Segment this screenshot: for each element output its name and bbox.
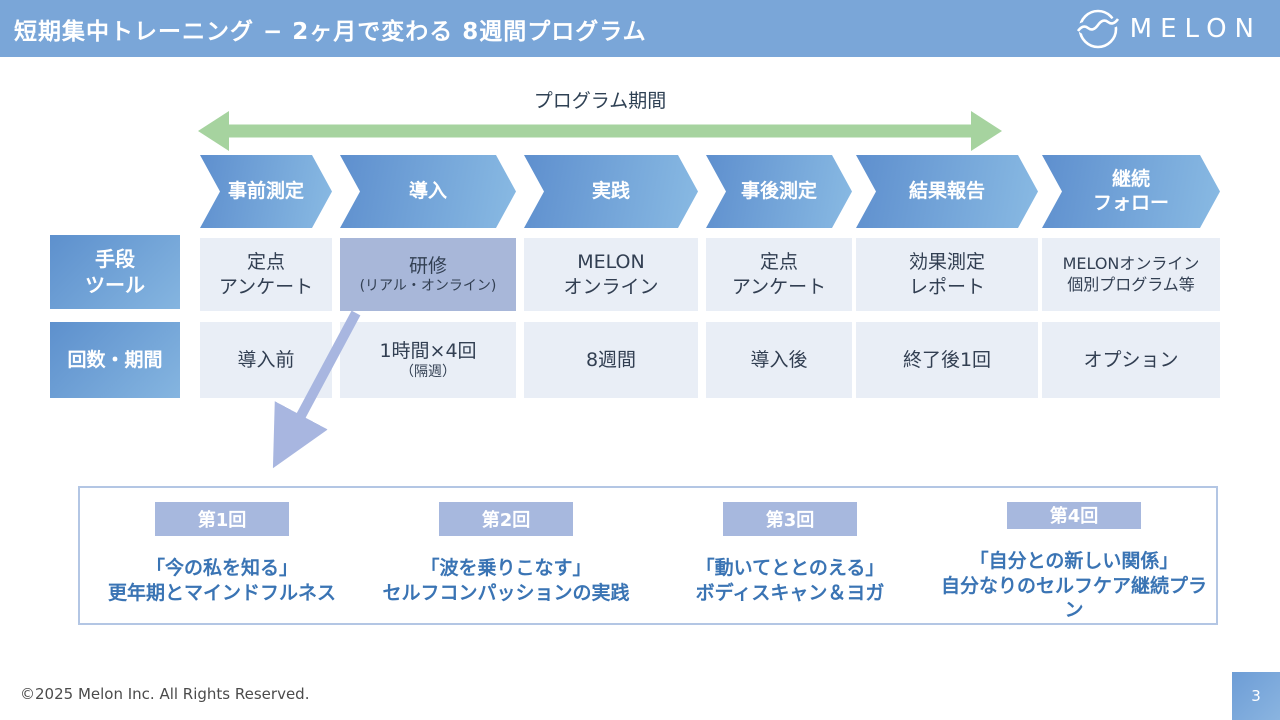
tools-cell-4: 定点 アンケート bbox=[706, 238, 852, 311]
session-1-title: 「今の私を知る」 更年期とマインドフルネス bbox=[107, 557, 336, 604]
row-label-schedule: 回数・期間 bbox=[50, 322, 180, 398]
step-report: 結果報告 bbox=[856, 155, 1038, 228]
tools-cell-2-training: 研修 (リアル・オンライン) bbox=[340, 238, 516, 311]
step-practice: 実践 bbox=[524, 155, 698, 228]
session-3-title: 「動いてととのえる」 ボディスキャン＆ヨガ bbox=[695, 557, 885, 604]
schedule-cell-5: 終了後1回 bbox=[856, 322, 1038, 398]
program-period-label: プログラム期間 bbox=[533, 90, 667, 112]
session-1-badge: 第1回 bbox=[155, 502, 289, 536]
session-4-title: 「自分との新しい関係」 自分なりのセルフケア継続プラン bbox=[940, 549, 1207, 622]
schedule-cell-1: 導入前 bbox=[200, 322, 332, 398]
schedule-cell-4: 導入後 bbox=[706, 322, 852, 398]
page-number: 3 bbox=[1232, 672, 1280, 720]
session-2-title: 「波を乗りこなす」 セルフコンパッションの実践 bbox=[382, 557, 630, 604]
session-2-badge: 第2回 bbox=[439, 502, 573, 536]
step-pre-measure: 事前測定 bbox=[200, 155, 332, 228]
row-label-tools: 手段 ツール bbox=[50, 235, 180, 309]
page-title: 短期集中トレーニング − 2ヶ月で変わる 8週間プログラム bbox=[14, 18, 647, 45]
schedule-cell-6: オプション bbox=[1042, 322, 1220, 398]
melon-logo-text: MELON bbox=[1129, 13, 1262, 44]
session-3: 第3回 「動いてととのえる」 ボディスキャン＆ヨガ bbox=[648, 488, 932, 623]
step-follow-up: 継続 フォロー bbox=[1042, 155, 1220, 228]
step-post-measure: 事後測定 bbox=[706, 155, 852, 228]
session-3-badge: 第3回 bbox=[723, 502, 857, 536]
sessions-box: 第1回 「今の私を知る」 更年期とマインドフルネス 第2回 「波を乗りこなす」 … bbox=[78, 486, 1218, 625]
schedule-cell-2: 1時間×4回 （隔週） bbox=[340, 322, 516, 398]
session-4-badge: 第4回 bbox=[1007, 502, 1141, 529]
step-introduction: 導入 bbox=[340, 155, 516, 228]
session-2: 第2回 「波を乗りこなす」 セルフコンパッションの実践 bbox=[364, 488, 648, 623]
session-4: 第4回 「自分との新しい関係」 自分なりのセルフケア継続プラン bbox=[932, 488, 1216, 623]
session-1: 第1回 「今の私を知る」 更年期とマインドフルネス bbox=[80, 488, 364, 623]
tools-cell-3: MELON オンライン bbox=[524, 238, 698, 311]
melon-logo: MELON bbox=[1075, 7, 1262, 51]
tools-cell-1: 定点 アンケート bbox=[200, 238, 332, 311]
melon-wave-icon bbox=[1075, 9, 1120, 48]
slide-header: 短期集中トレーニング − 2ヶ月で変わる 8週間プログラム MELON bbox=[0, 0, 1280, 57]
schedule-cell-3: 8週間 bbox=[524, 322, 698, 398]
tools-cell-6: MELONオンライン 個別プログラム等 bbox=[1042, 238, 1220, 311]
copyright-text: ©2025 Melon Inc. All Rights Reserved. bbox=[20, 685, 310, 703]
tools-cell-5: 効果測定 レポート bbox=[856, 238, 1038, 311]
